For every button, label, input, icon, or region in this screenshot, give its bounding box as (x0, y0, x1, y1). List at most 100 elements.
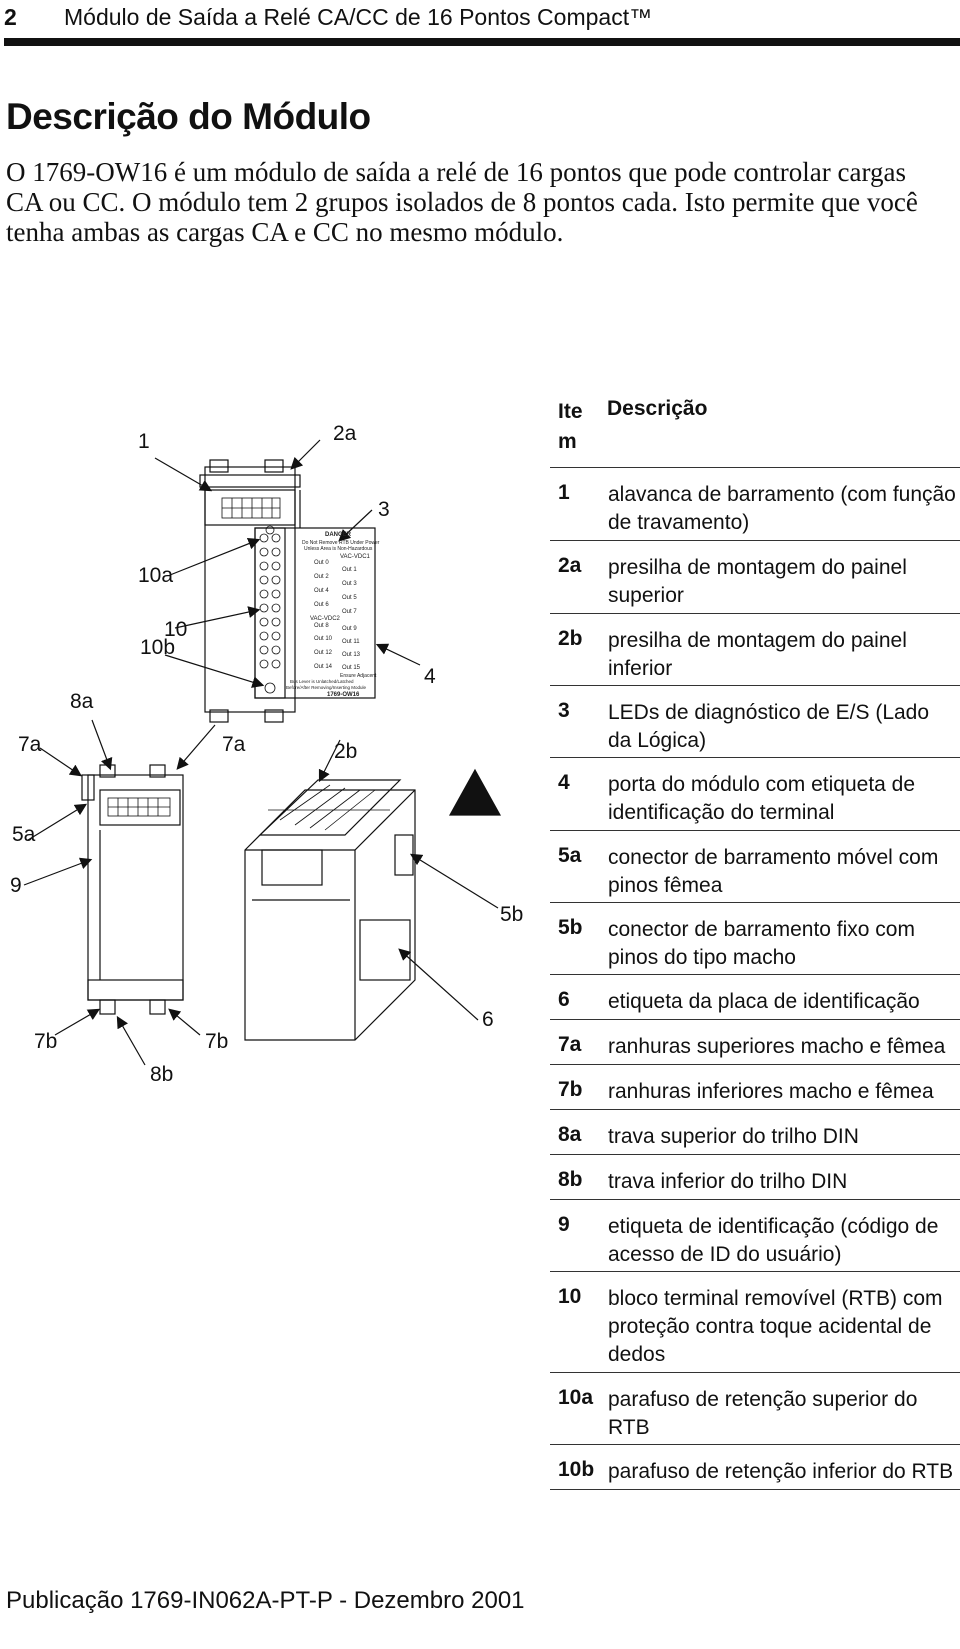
table-row: 7a ranhuras superiores macho e fêmea (550, 1020, 960, 1065)
table-row: 7b ranhuras inferiores macho e fêmea (550, 1065, 960, 1110)
label-model: 1769-OW16 (327, 692, 360, 698)
table-header: Ite m Descrição (550, 385, 960, 468)
label-warn-2: Unless Area is Non-Hazardous (304, 546, 373, 552)
callout-1: 1 (138, 430, 150, 453)
row-item: 8b (558, 1168, 583, 1191)
table-row: 10 bloco terminal removível (RTB) com pro… (550, 1272, 960, 1373)
label-out-4: Out 4 (314, 588, 329, 594)
row-item: 7b (558, 1078, 583, 1101)
callout-3: 3 (378, 498, 390, 521)
row-description: conector de barramento móvel com pinos f… (608, 846, 939, 897)
label-out-1: Out 1 (342, 567, 357, 573)
table-row: 8a trava superior do trilho DIN (550, 1110, 960, 1155)
callout-5b: 5b (500, 903, 524, 926)
row-description: parafuso de retenção superior do RTB (608, 1388, 918, 1439)
callout-8b: 8b (150, 1063, 174, 1086)
callout-9: 9 (10, 874, 22, 897)
label-danger: DANGER (325, 532, 352, 538)
running-header-title: Módulo de Saída a Relé CA/CC de 16 Ponto… (64, 4, 653, 30)
callout-7b-mid: 7b (205, 1030, 229, 1053)
label-out-11: Out 11 (342, 639, 360, 645)
row-item: 7a (558, 1033, 582, 1056)
label-out-2: Out 2 (314, 574, 329, 580)
label-out-13: Out 13 (342, 652, 361, 658)
callout-10: 10 (164, 618, 188, 641)
callout-10b: 10b (140, 636, 176, 659)
label-vac-1: VAC-VDC1 (340, 554, 371, 560)
callout-7a-mid: 7a (222, 733, 246, 756)
callout-7a-left: 7a (18, 733, 42, 756)
table-row: 9 etiqueta de identificação (código de ac… (550, 1200, 960, 1272)
label-out-15: Out 15 (342, 665, 361, 671)
row-item: 4 (558, 771, 570, 794)
label-out-8: Out 8 (314, 623, 329, 629)
label-out-0: Out 0 (314, 560, 329, 566)
row-item: 9 (558, 1213, 570, 1236)
table-row: 5a conector de barramento móvel com pinos… (550, 831, 960, 903)
row-description: conector de barramento fixo com pinos do… (608, 918, 915, 969)
label-warn-1: Do Not Remove RTB Under Power (302, 540, 380, 546)
label-out-12: Out 12 (314, 650, 333, 656)
table-row: 10a parafuso de retenção superior do RTB (550, 1373, 960, 1445)
row-item: 10 (558, 1285, 582, 1308)
row-item: 6 (558, 988, 570, 1011)
row-item: 2a (558, 554, 582, 577)
label-bus-2: Before/After Removing/Inserting Module (286, 685, 367, 690)
module-drawing: DANGER Do Not Remove RTB Under Power Unl… (23, 439, 502, 1066)
label-out-6: Out 6 (314, 602, 329, 608)
callout-6: 6 (482, 1008, 494, 1031)
page-number: 2 (4, 4, 17, 30)
label-out-7: Out 7 (342, 609, 357, 615)
label-vac-2: VAC-VDC2 (310, 616, 341, 622)
label-out-3: Out 3 (342, 581, 357, 587)
table-row: 3 LEDs de diagnóstico de E/S (Lado da Lóg… (550, 686, 960, 758)
row-item: 5b (558, 916, 583, 939)
label-ensure: Ensure Adjacent (340, 673, 377, 679)
row-item: 10b (558, 1458, 595, 1481)
row-item: 10a (558, 1386, 594, 1409)
table-row: 8b trava inferior do trilho DIN (550, 1155, 960, 1200)
row-description: ranhuras superiores macho e fêmea (608, 1035, 946, 1058)
row-description: alavanca de barramento (com função de tr… (608, 483, 956, 534)
table-row: 4 porta do módulo com etiqueta de identif… (550, 758, 960, 831)
table-row: 6 etiqueta da placa de identificação (550, 975, 960, 1020)
item-description-table: Ite m Descrição 1 alavanca de barramento … (550, 385, 960, 1490)
row-description: trava superior do trilho DIN (608, 1125, 859, 1148)
callout-7b-left: 7b (34, 1030, 58, 1053)
callout-8a: 8a (70, 690, 94, 713)
row-item: 2b (558, 627, 583, 650)
label-out-10: Out 10 (314, 636, 333, 642)
row-item: 1 (558, 481, 570, 504)
row-description: trava inferior do trilho DIN (608, 1170, 848, 1193)
row-description: etiqueta de identificação (código de ace… (608, 1215, 939, 1266)
row-description: parafuso de retenção inferior do RTB (608, 1460, 954, 1483)
callout-2a: 2a (333, 422, 357, 445)
table-row: 10b parafuso de retenção inferior do RTB (550, 1445, 960, 1490)
table-row: 5b conector de barramento fixo com pinos … (550, 903, 960, 975)
table-row: 2b presilha de montagem do painel inferio… (550, 614, 960, 686)
header-description: Descrição (607, 397, 708, 420)
callout-5a: 5a (12, 823, 36, 846)
section-title: Descrição do Módulo (6, 96, 371, 137)
intro-paragraph: O 1769-OW16 é um módulo de saída a relé … (6, 157, 918, 247)
callout-10a: 10a (138, 564, 174, 587)
row-description: etiqueta da placa de identificação (608, 990, 920, 1013)
label-bus-1: Bus Lever is Unlatched/Latched (290, 679, 354, 684)
label-out-5: Out 5 (342, 595, 357, 601)
callout-2b: 2b (334, 740, 358, 763)
row-item: 3 (558, 699, 570, 722)
row-description: presilha de montagem do painel inferior (608, 629, 907, 680)
row-item: 5a (558, 844, 582, 867)
module-figure: DANGER Do Not Remove RTB Under Power Unl… (0, 380, 545, 1100)
label-out-14: Out 14 (314, 664, 333, 670)
row-description: porta do módulo com etiqueta de identifi… (608, 773, 916, 824)
label-out-9: Out 9 (342, 626, 357, 632)
callout-4: 4 (424, 665, 436, 688)
row-description: bloco terminal removível (RTB) com prote… (608, 1287, 943, 1366)
header-rule (4, 38, 960, 46)
row-description: LEDs de diagnóstico de E/S (Lado da Lógi… (608, 701, 930, 752)
row-item: 8a (558, 1123, 582, 1146)
header-item: Ite m (558, 400, 583, 453)
row-description: ranhuras inferiores macho e fêmea (608, 1080, 934, 1103)
